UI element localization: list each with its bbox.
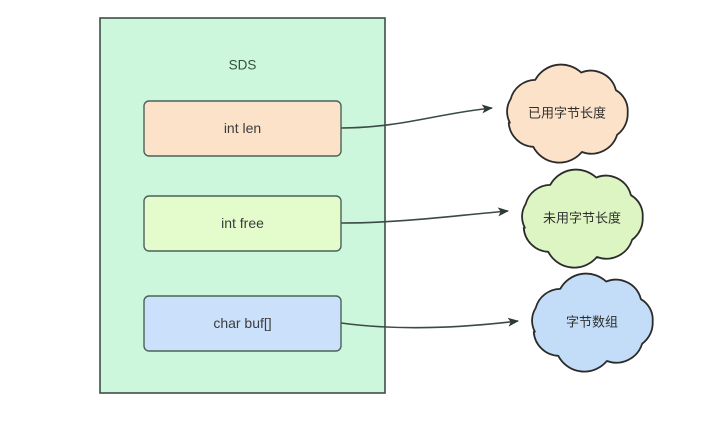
sds-container-title: SDS: [229, 58, 257, 73]
cloud-label-used-length: 已用字节长度: [528, 106, 606, 122]
connector-len-to-used-length: [340, 104, 493, 129]
sds-field-len[interactable]: int len: [143, 100, 342, 157]
cloud-shape-byte-array: [531, 272, 654, 373]
sds-field-label-len: int len: [224, 120, 261, 136]
cloud-used-length[interactable]: 已用字节长度: [506, 63, 629, 164]
connector-free-to-free-length: [340, 207, 509, 224]
sds-field-rect-buf: [143, 295, 342, 352]
cloud-shape-free-length: [521, 168, 644, 269]
sds-field-rect-free: [143, 195, 342, 252]
sds-fields-group: int len int free char buf[]: [143, 100, 342, 352]
connector-buf-to-byte-array: [340, 317, 519, 329]
sds-field-buf[interactable]: char buf[]: [143, 295, 342, 352]
sds-field-free[interactable]: int free: [143, 195, 342, 252]
cloud-byte-array[interactable]: 字节数组: [531, 272, 654, 373]
sds-field-label-free: int free: [221, 215, 264, 231]
sds-field-label-buf: char buf[]: [213, 315, 271, 331]
cloud-label-byte-array: 字节数组: [566, 316, 618, 331]
cloud-label-free-length: 未用字节长度: [543, 211, 621, 227]
cloud-free-length[interactable]: 未用字节长度: [521, 168, 644, 269]
cloud-shape-used-length: [506, 63, 629, 164]
sds-field-rect-len: [143, 100, 342, 157]
connectors-group: [340, 104, 519, 329]
